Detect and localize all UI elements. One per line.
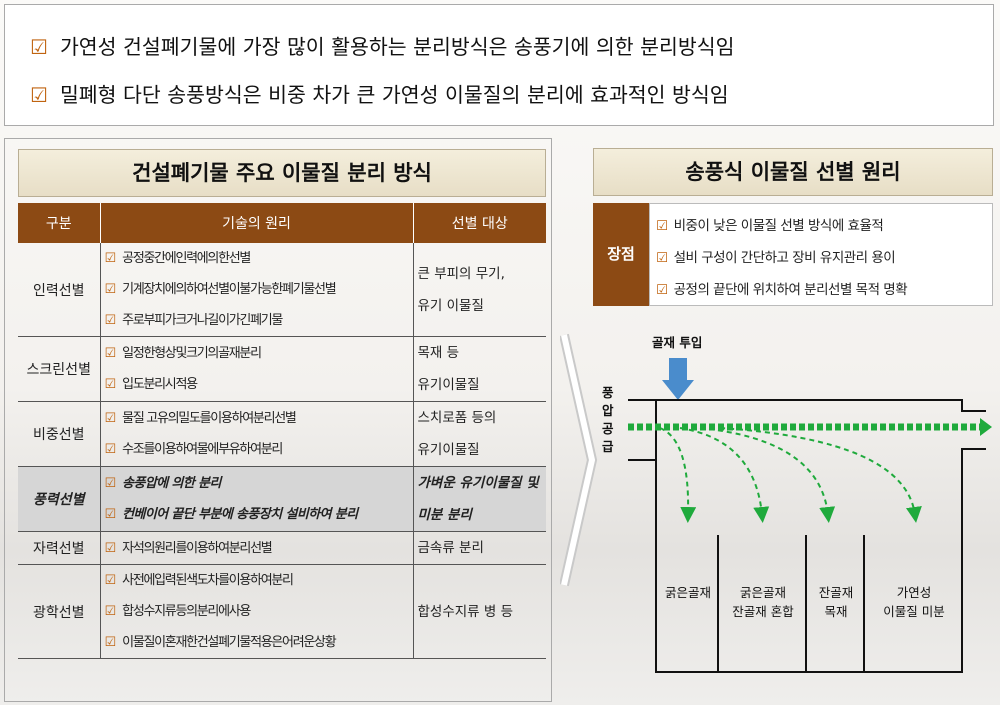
header-category: 구분	[18, 203, 101, 243]
principle-item: ☑공정중간에인력에의한선별	[104, 251, 252, 266]
principle-item: ☑송풍압에 의한 분리	[104, 476, 222, 491]
air-supply-label: 풍 압 공 급	[602, 385, 614, 454]
checkbox-check-icon: ☑	[104, 377, 117, 392]
advantages-box: ☑비중이 낮은 이물질 선별 방식에 효율적 ☑설비 구성이 간단하고 장비 유…	[649, 203, 993, 306]
row-principle: ☑물질 고유의밀도를이용하여분리선별 ☑수조를이용하여물에부유하여분리	[100, 401, 414, 467]
table-row: 광학선별☑사전에입력된색도차를이용하여분리 ☑합성수지류등의분리에사용 ☑이물질이혼…	[18, 564, 546, 659]
principle-item: ☑사전에입력된색도차를이용하여분리	[104, 573, 295, 588]
principle-item: ☑주로부피가크거나길이가긴폐기물	[104, 313, 284, 328]
checkbox-check-icon: ☑	[104, 507, 117, 522]
separation-methods-table: 구분 기술의 원리 선별 대상 인력선별☑공정중간에인력에의한선별 ☑기계장치에의…	[18, 203, 546, 659]
bin-label-coarse: 굵은골재	[664, 585, 711, 600]
principle-item: ☑일정한형상및크기의골재분리	[104, 346, 263, 361]
aggregate-input-label: 골재 투입	[652, 335, 703, 350]
row-target: 큰 부피의 무기,유기 이물질	[413, 243, 546, 337]
left-panel	[4, 138, 552, 702]
checkbox-check-icon: ☑	[656, 250, 668, 266]
table-row: 풍력선별☑송풍압에 의한 분리 ☑컨베이어 끝단 부분에 송풍장치 설비하여 분리…	[18, 466, 546, 532]
checkbox-check-icon: ☑	[104, 442, 117, 457]
principle-item: ☑입도분리시적용	[104, 377, 199, 392]
advantages-label: 장점	[593, 203, 649, 306]
summary-bullet-2: ☑밀폐형 다단 송풍방식은 비중 차가 큰 가연성 이물질의 분리에 효과적인 …	[30, 83, 729, 107]
row-category: 스크린선별	[18, 336, 101, 402]
advantage-item: ☑비중이 낮은 이물질 선별 방식에 효율적	[656, 218, 884, 234]
input-arrow-icon	[662, 358, 694, 400]
checkbox-check-icon: ☑	[104, 476, 117, 491]
header-principle: 기술의 원리	[100, 203, 414, 243]
chevron-separator-icon	[560, 333, 598, 587]
row-target: 금속류 분리	[413, 531, 546, 565]
checkbox-check-icon: ☑	[104, 573, 117, 588]
principle-item: ☑자석의원리를이용하여분리선별	[104, 540, 273, 556]
row-principle: ☑송풍압에 의한 분리 ☑컨베이어 끝단 부분에 송풍장치 설비하여 분리	[100, 466, 414, 532]
row-principle: ☑자석의원리를이용하여분리선별	[100, 531, 414, 565]
checkbox-check-icon: ☑	[30, 83, 48, 107]
principle-item: ☑물질 고유의밀도를이용하여분리선별	[104, 411, 297, 426]
row-principle: ☑공정중간에인력에의한선별 ☑기계장치에의하여선별이불가능한폐기물선별 ☑주로부피가…	[100, 243, 414, 337]
row-target: 합성수지류 병 등	[413, 564, 546, 659]
table-row: 비중선별☑물질 고유의밀도를이용하여분리선별 ☑수조를이용하여물에부유하여분리 스치…	[18, 401, 546, 467]
checkbox-check-icon: ☑	[104, 604, 117, 619]
advantage-item: ☑공정의 끝단에 위치하여 분리선별 목적 명확	[656, 282, 908, 298]
checkbox-check-icon: ☑	[104, 282, 117, 297]
principle-item: ☑이물질이혼재한건설폐기물적용은어려운상황	[104, 635, 337, 650]
principle-item: ☑컨베이어 끝단 부분에 송풍장치 설비하여 분리	[104, 507, 359, 522]
row-category: 자력선별	[18, 531, 101, 565]
checkbox-check-icon: ☑	[104, 251, 117, 266]
checkbox-check-icon: ☑	[104, 411, 117, 426]
checkbox-check-icon: ☑	[104, 313, 117, 328]
row-category: 풍력선별	[18, 466, 101, 532]
bin-label-fine-wood: 잔골재 목재	[818, 585, 854, 619]
table-body: 인력선별☑공정중간에인력에의한선별 ☑기계장치에의하여선별이불가능한폐기물선별 ☑주…	[18, 243, 546, 659]
principle-item: ☑기계장치에의하여선별이불가능한폐기물선별	[104, 282, 337, 297]
header-target: 선별 대상	[413, 203, 546, 243]
bin-label-mixed: 굵은골재 잔골재 혼합	[732, 585, 794, 619]
principle-item: ☑합성수지류등의분리에사용	[104, 604, 252, 619]
row-category: 비중선별	[18, 401, 101, 467]
checkbox-check-icon: ☑	[104, 540, 117, 556]
checkbox-check-icon: ☑	[104, 346, 117, 361]
checkbox-check-icon: ☑	[104, 635, 117, 650]
table-header-row: 구분 기술의 원리 선별 대상	[18, 203, 546, 243]
air-flow-arrows	[628, 418, 992, 523]
left-panel-title: 건설폐기물 주요 이물질 분리 방식	[18, 149, 546, 197]
right-panel-title: 송풍식 이물질 선별 원리	[593, 148, 993, 196]
summary-bullet-1: ☑가연성 건설폐기물에 가장 많이 활용하는 분리방식은 송풍기에 의한 분리방…	[30, 35, 735, 59]
table-row: 자력선별☑자석의원리를이용하여분리선별 금속류 분리	[18, 531, 546, 565]
row-category: 광학선별	[18, 564, 101, 659]
checkbox-check-icon: ☑	[656, 282, 668, 298]
checkbox-check-icon: ☑	[30, 35, 48, 59]
summary-box	[4, 4, 994, 126]
row-principle: ☑일정한형상및크기의골재분리 ☑입도분리시적용	[100, 336, 414, 402]
principle-item: ☑수조를이용하여물에부유하여분리	[104, 442, 284, 457]
row-category: 인력선별	[18, 243, 101, 337]
chamber-outline	[628, 399, 986, 673]
checkbox-check-icon: ☑	[656, 218, 668, 234]
bin-label-combustible: 가연성 이물질 미분	[883, 585, 945, 619]
advantage-item: ☑설비 구성이 간단하고 장비 유지관리 용이	[656, 250, 896, 266]
row-principle: ☑사전에입력된색도차를이용하여분리 ☑합성수지류등의분리에사용 ☑이물질이혼재한건설…	[100, 564, 414, 659]
table-row: 인력선별☑공정중간에인력에의한선별 ☑기계장치에의하여선별이불가능한폐기물선별 ☑주…	[18, 243, 546, 337]
